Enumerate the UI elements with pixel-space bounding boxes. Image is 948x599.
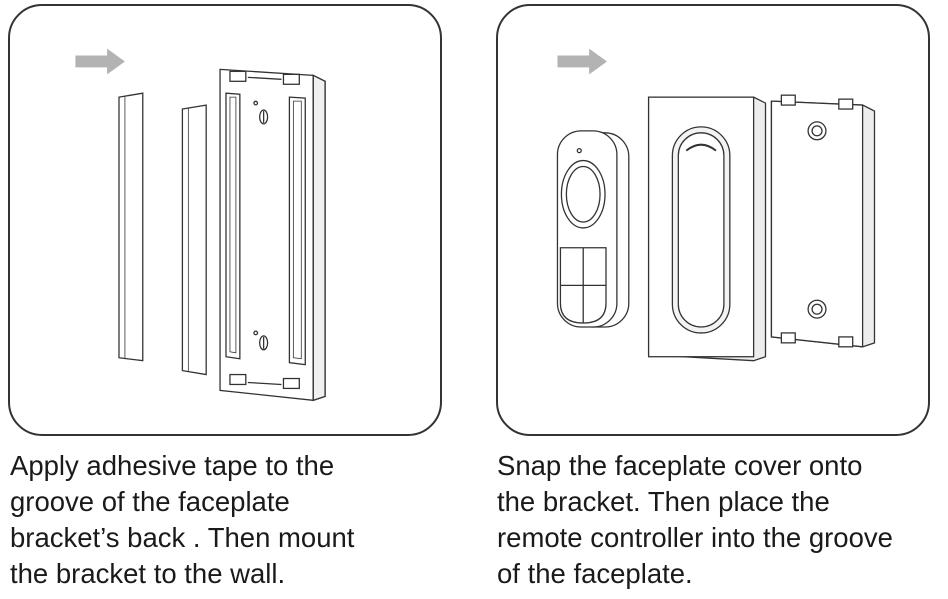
caption-line: bracket’s back . Then mount	[10, 522, 355, 553]
caption-line: Apply adhesive tape to the	[10, 450, 335, 481]
caption-line: Snap the faceplate cover onto	[497, 450, 863, 481]
faceplate-bracket	[770, 94, 876, 348]
arrow-right-icon	[557, 48, 607, 75]
step-1-caption: Apply adhesive tape to the groove of the…	[10, 448, 354, 592]
faceplate-cover	[647, 96, 767, 362]
adhesive-tape-strip-1	[118, 92, 144, 362]
faceplate-remote-illustration	[556, 48, 876, 362]
caption-line: groove of the faceplate	[10, 486, 290, 517]
adhesive-tape-strip-2	[181, 104, 207, 376]
adhesive-tape-bracket-illustration	[75, 48, 326, 402]
step-2-illustration-panel	[496, 4, 930, 436]
step-2-caption: Snap the faceplate cover onto the bracke…	[497, 448, 893, 592]
arrow-right-icon	[75, 48, 125, 75]
remote-controller	[556, 130, 630, 328]
caption-line: remote controller into the groove	[497, 522, 893, 553]
caption-line: the bracket to the wall.	[10, 558, 286, 589]
caption-line: the bracket. Then place the	[497, 486, 830, 517]
caption-line: of the faceplate.	[497, 558, 693, 589]
faceplate-bracket-back	[219, 68, 326, 402]
step-1-illustration-panel	[8, 4, 442, 436]
